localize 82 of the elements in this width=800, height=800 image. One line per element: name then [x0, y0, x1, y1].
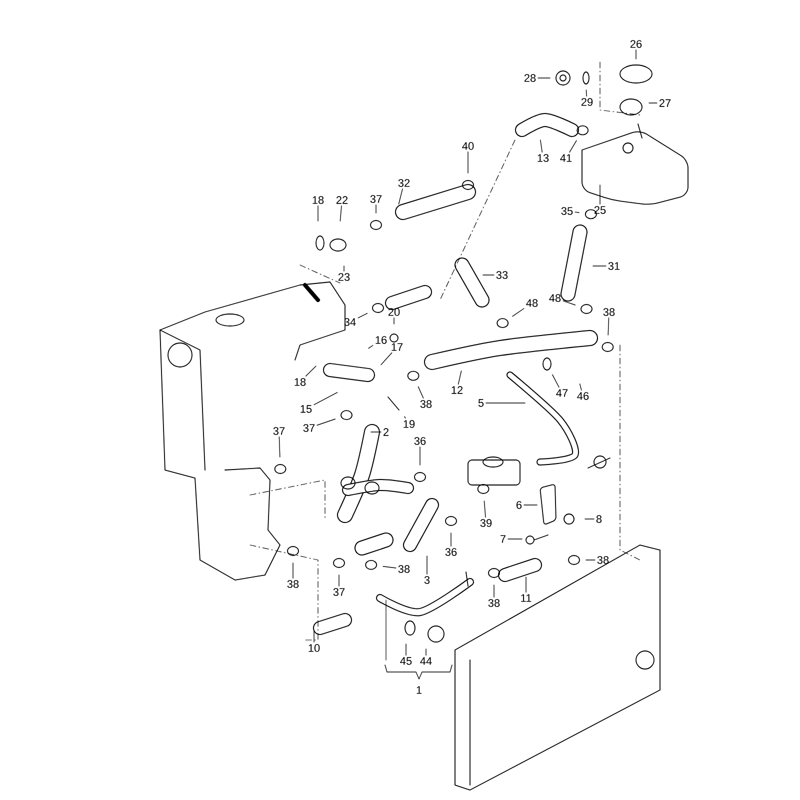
callout-number: 5	[478, 399, 484, 407]
leader-line	[562, 300, 576, 306]
callout-number: 45	[400, 657, 412, 665]
leader-line	[482, 274, 494, 276]
leader-line	[608, 318, 610, 336]
leader-line	[648, 102, 658, 104]
callout-number: 33	[496, 271, 508, 279]
callout-number: 37	[303, 424, 315, 432]
callout-number: 25	[594, 206, 606, 214]
callout-number: 19	[404, 420, 415, 428]
leader-line	[508, 538, 522, 540]
leader-line	[579, 384, 582, 391]
callout-number: 38	[287, 580, 299, 588]
callout-number: 44	[420, 657, 432, 665]
callout-number: 38	[603, 308, 615, 316]
callout-number: 29	[581, 98, 593, 106]
leader-line	[484, 500, 486, 518]
leader-line	[368, 345, 374, 349]
callout-number: 7	[500, 535, 506, 543]
callout-number: 36	[414, 437, 426, 445]
leader-line	[574, 212, 580, 213]
callout-number: 18	[294, 378, 306, 386]
callout-number: 18	[312, 196, 324, 204]
callout-number: 38	[488, 599, 500, 607]
leader-line	[382, 566, 396, 568]
leader-line	[586, 90, 587, 96]
callout-number: 32	[398, 179, 410, 187]
leader-line	[340, 205, 342, 222]
callout-number: 37	[273, 427, 285, 435]
callout-number: 23	[338, 273, 350, 281]
callout-number: 46	[577, 392, 589, 400]
callout-number: 6	[516, 501, 522, 509]
leader-line	[398, 188, 403, 204]
leader-line	[358, 312, 368, 318]
callout-number: 10	[308, 644, 320, 652]
callout-number: 39	[480, 519, 492, 527]
leader-line	[584, 518, 594, 520]
callout-number: 36	[445, 548, 457, 556]
callout-number: 37	[333, 588, 345, 596]
callout-number: 1	[416, 686, 422, 694]
callout-number: 11	[521, 594, 532, 602]
callout-number: 38	[420, 400, 432, 408]
callout-number: 17	[392, 343, 403, 351]
leader-line	[512, 308, 524, 317]
leader-line	[524, 504, 538, 506]
callout-number: 38	[398, 565, 410, 573]
callout-number: 35	[561, 207, 573, 215]
callout-number: 12	[452, 386, 463, 394]
callout-number: 28	[524, 74, 536, 82]
leader-line	[380, 352, 392, 366]
callout-number: 8	[596, 515, 602, 523]
leader-line	[306, 366, 316, 377]
callout-number: 22	[336, 196, 348, 204]
callout-number: 31	[608, 262, 620, 270]
leader-line	[418, 386, 424, 399]
leader-line	[552, 374, 560, 388]
callout-number: 3	[424, 576, 430, 584]
callout-number: 40	[462, 142, 474, 150]
callout-number: 48	[526, 299, 538, 307]
callout-number: 48	[549, 294, 561, 302]
leader-line	[316, 418, 336, 426]
leader-line	[486, 402, 526, 404]
callout-number: 26	[630, 40, 642, 48]
leader-line	[569, 140, 577, 153]
callout-number: 47	[556, 389, 568, 397]
leader-line	[426, 556, 428, 574]
leader-line	[314, 392, 338, 406]
callout-number: 13	[538, 154, 549, 162]
leader-line	[450, 532, 452, 546]
leader-line	[338, 574, 340, 587]
leader-line	[458, 370, 462, 385]
callout-number: 2	[384, 428, 389, 436]
callout-number: 38	[597, 556, 609, 564]
callout-number: 16	[376, 336, 387, 344]
callout-number: 37	[370, 195, 382, 203]
callout-number: 41	[560, 154, 572, 162]
leader-line	[540, 140, 543, 152]
callout-number: 15	[300, 405, 312, 413]
leader-line	[292, 562, 294, 579]
leader-line	[278, 436, 280, 458]
leader-line	[404, 416, 406, 419]
callout-number: 27	[659, 99, 671, 107]
